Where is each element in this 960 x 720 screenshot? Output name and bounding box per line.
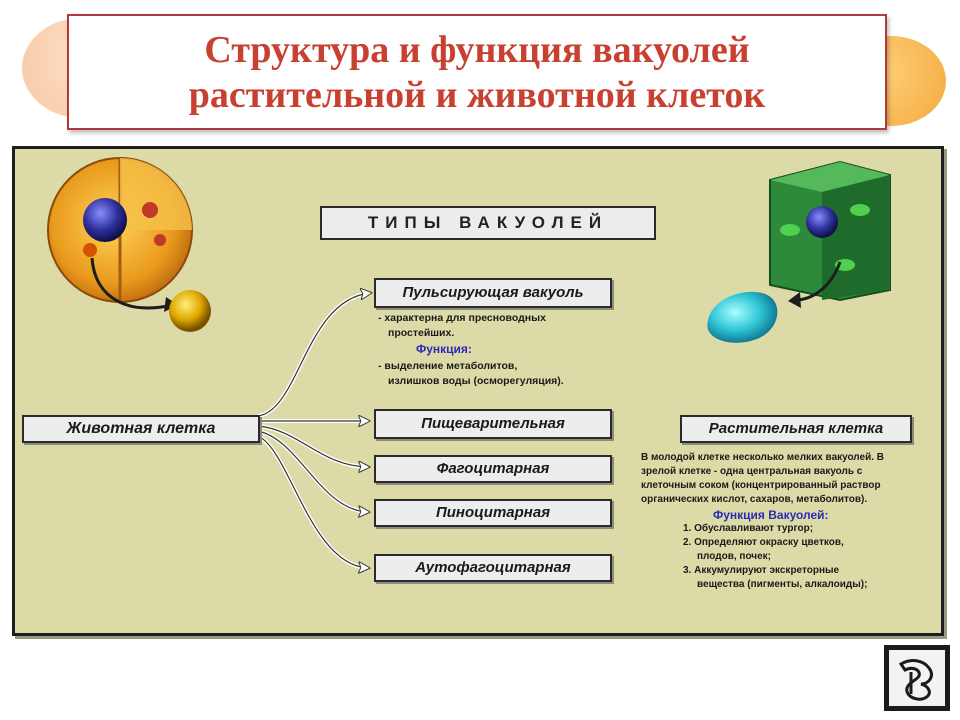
page-title-line2: растительной и животной клеток: [188, 74, 766, 116]
vacuole-type-autophagocytic: Аутофагоцитарная: [374, 554, 612, 582]
animal-vacuole-ball: [169, 290, 211, 332]
plant-function-item-2b: плодов, почек;: [697, 551, 771, 562]
plant-function-item-3: 3. Аккумулируют экскреторные: [683, 565, 840, 576]
plant-note: В молодой клетке несколько мелких вакуол…: [641, 451, 941, 592]
pulsating-function-title: Функция:: [416, 342, 472, 356]
pulsating-note: - характерна для пресноводных простейших…: [378, 311, 628, 389]
page-title-line1: Структура и функция вакуолей: [204, 29, 750, 71]
plant-function-item-1: 1. Обуславливают тургор;: [683, 523, 814, 534]
publisher-logo-icon: [884, 645, 950, 711]
plant-function-title: Функция Вакуолей:: [713, 508, 829, 522]
pulsating-note-line1: - характерна для пресноводных: [378, 312, 546, 324]
pulsating-note-line4: излишков воды (осморегуляция).: [388, 375, 564, 387]
vacuole-type-pulsating: Пульсирующая вакуоль: [374, 278, 612, 308]
logo-glyph: [898, 659, 933, 701]
plant-function-item-2: 2. Определяют окраску цветков,: [683, 537, 844, 548]
plant-note-line1: В молодой клетке несколько мелких вакуол…: [641, 452, 885, 463]
animal-arrow: [90, 257, 173, 310]
vacuole-type-digestive: Пищеварительная: [374, 409, 612, 439]
vacuole-types-heading: ТИПЫ ВАКУОЛЕЙ: [320, 206, 656, 240]
vacuole-type-pinocytic: Пиноцитарная: [374, 499, 612, 527]
vacuole-type-phagocytic: Фагоцитарная: [374, 455, 612, 483]
plant-function-item-3b: вещества (пигменты, алкалоиды);: [697, 579, 868, 590]
plant-cell-label: Растительная клетка: [680, 415, 912, 443]
plant-note-line2: зрелой клетке - одна центральная вакуоль…: [641, 466, 863, 477]
plant-note-line4: органических кислот, сахаров, метаболито…: [641, 494, 868, 505]
plant-note-line3: клеточным соком (концентрированный раств…: [641, 480, 881, 491]
plant-cell-image: [769, 160, 891, 302]
pulsating-note-line2: простейших.: [388, 327, 455, 339]
title-box: Структура и функция вакуолей растительно…: [67, 14, 887, 130]
pulsating-note-line3: - выделение метаболитов,: [378, 360, 518, 372]
plant-vacuole-blob: [707, 291, 778, 343]
animal-cell-label: Животная клетка: [22, 415, 260, 443]
animal-cell-image: [47, 157, 193, 303]
